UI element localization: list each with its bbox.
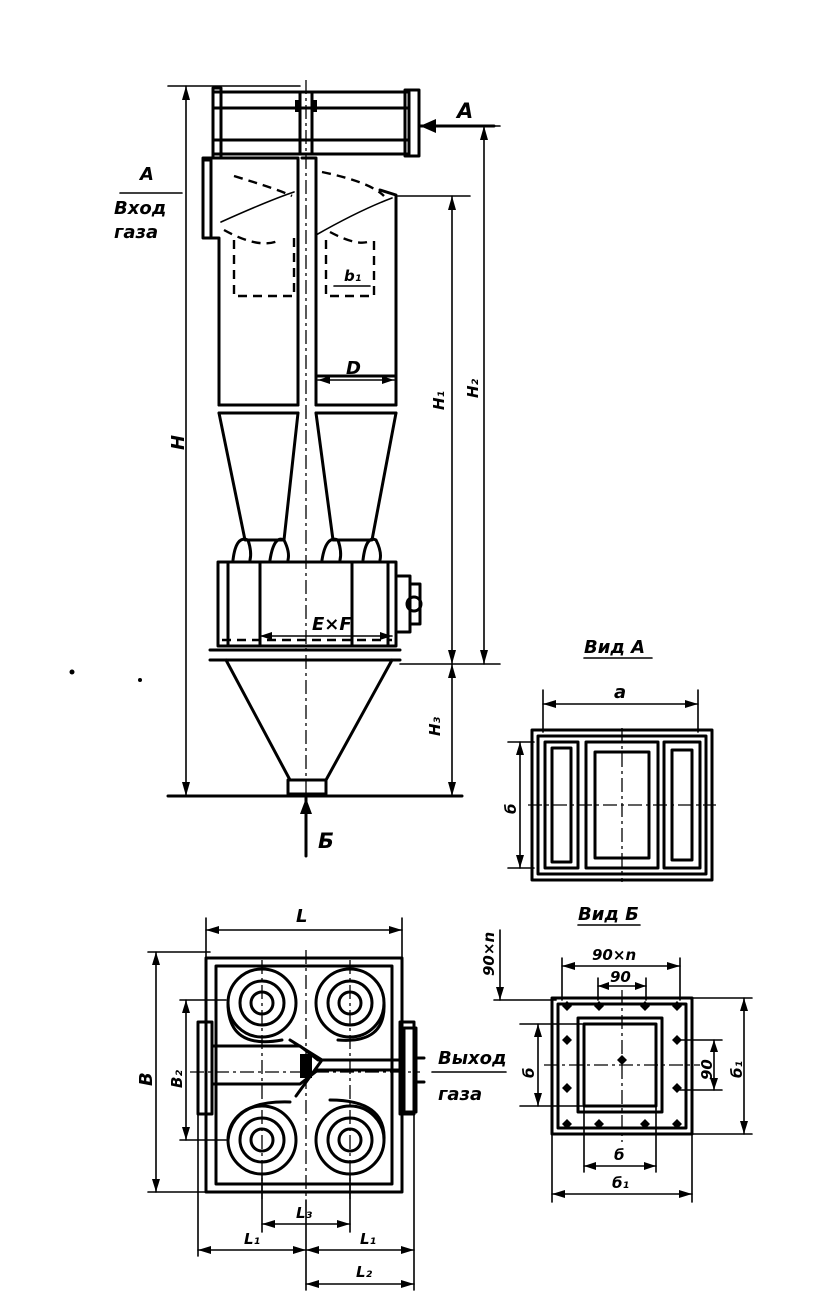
view-a-title: Вид А bbox=[584, 637, 645, 658]
inlet-label-line1: Вход bbox=[114, 198, 166, 219]
view-a: Вид А a б bbox=[502, 637, 716, 882]
dim-H: H bbox=[167, 85, 301, 797]
dim-ExF-label: E×F bbox=[312, 614, 352, 635]
view-a-arrow: A bbox=[418, 99, 496, 133]
dim-90-top-label: 90 bbox=[610, 968, 631, 986]
outlet-label-line2: газа bbox=[438, 1084, 482, 1105]
arrow-b-label: Б bbox=[318, 829, 334, 853]
dim-D-label: D bbox=[346, 358, 361, 379]
bolt-holes bbox=[562, 1001, 682, 1129]
dim-b1-bottom-label: б₁ bbox=[612, 1174, 629, 1192]
arrow-a-label: A bbox=[455, 99, 473, 123]
dim-L1-right-label: L₁ bbox=[360, 1230, 376, 1248]
dim-H3-label: H₃ bbox=[426, 716, 444, 736]
dim-90xn-side-label: 90×n bbox=[480, 932, 498, 976]
dim-a-label: a bbox=[614, 682, 626, 703]
dim-b1-side-label: б₁ bbox=[728, 1061, 746, 1078]
view-b-arrow: Б bbox=[300, 796, 334, 858]
dim-L-label: L bbox=[296, 906, 307, 927]
main-elevation-view: A A Вход газа H H₂ H₁ bbox=[69, 80, 501, 858]
dim-L2-label: L₂ bbox=[356, 1263, 373, 1281]
right-cyclone bbox=[300, 156, 398, 562]
dim-H1-H2-H3: H₂ H₁ H₃ bbox=[397, 125, 501, 797]
section-a-label: A bbox=[138, 164, 154, 185]
dim-90xn-top-label: 90×n bbox=[592, 946, 636, 964]
top-outlet-pipes bbox=[211, 86, 421, 160]
bottom-hopper-cone bbox=[224, 658, 394, 796]
dim-H-label: H bbox=[168, 435, 189, 450]
collector-box bbox=[208, 560, 423, 662]
dim-H1-label: H₁ bbox=[430, 391, 448, 410]
view-b-title: Вид Б bbox=[578, 904, 639, 925]
dim-L3-label: L₃ bbox=[296, 1204, 313, 1222]
outlet-label-line1: Выход bbox=[438, 1048, 507, 1069]
view-b: Вид Б 90×n 90 bbox=[480, 904, 753, 1203]
gas-inlet-label: A Вход газа bbox=[114, 164, 183, 243]
dim-90-side-label: 90 bbox=[698, 1059, 716, 1080]
dim-b-side-label: б bbox=[520, 1068, 538, 1078]
dim-b1-top-label: b₁ bbox=[344, 267, 361, 285]
dim-B2-label: B₂ bbox=[168, 1070, 186, 1088]
dim-B-label: B bbox=[136, 1072, 157, 1086]
dim-b-bottom-label: б bbox=[614, 1146, 624, 1164]
dim-b-viewa-label: б bbox=[502, 804, 520, 814]
left-cyclone bbox=[201, 156, 300, 562]
plan-view: Выход газа L B B₂ L₃ bbox=[136, 906, 507, 1291]
dim-H2-label: H₂ bbox=[464, 378, 482, 398]
dim-L1-left-label: L₁ bbox=[244, 1230, 260, 1248]
dim-D-b1-ExF: D b₁ E×F bbox=[259, 267, 395, 640]
inlet-label-line2: газа bbox=[114, 222, 158, 243]
